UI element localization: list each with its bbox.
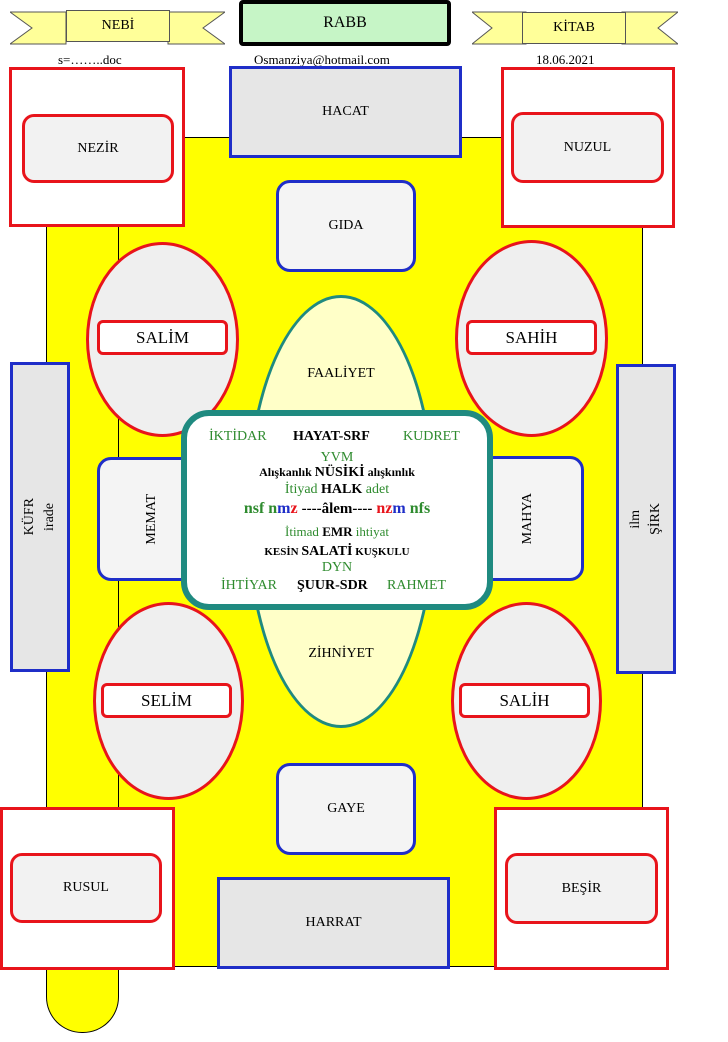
row6: İtimad EMR ihtiyat	[187, 523, 487, 542]
right-ribbon-shape	[472, 11, 678, 45]
kufr-panel: KÜFR irade	[10, 362, 70, 672]
ilm-label: ilm	[628, 509, 643, 529]
row9: İHTİYAR ŞUUR-SDR RAHMET	[187, 576, 487, 596]
selim-label: SELİM	[101, 683, 232, 718]
besir-box: BEŞİR	[505, 853, 658, 924]
itimad-text: İtimad	[285, 524, 319, 539]
aliskanlik-text: Alışkanlık	[259, 465, 312, 479]
adet-text: adet	[365, 482, 390, 497]
row4: İtiyad HALK adet	[187, 483, 487, 501]
nusiki-text: NÜSİKİ	[314, 465, 365, 480]
kuskulu-text: KUŞKULU	[355, 546, 410, 558]
zihniyet-label: ZİHNİYET	[308, 646, 374, 661]
dyn-text: DYN	[321, 560, 353, 575]
nmz-m: m	[277, 500, 291, 517]
itiyad-text: İtiyad	[284, 482, 318, 497]
rahmet-text: RAHMET	[387, 578, 447, 593]
hacat-box: HACAT	[229, 66, 462, 158]
doc-label: s=……..doc	[58, 52, 122, 67]
kudret-text: KUDRET	[403, 429, 460, 444]
harrat-box: HARRAT	[217, 877, 450, 969]
memat-label: MEMAT	[144, 493, 159, 545]
halk-text: HALK	[321, 482, 363, 497]
alem-text: ----âlem----	[301, 501, 373, 517]
nfs-text: nfs	[409, 500, 431, 517]
salim-label: SALİM	[97, 320, 228, 355]
nzm-m: m	[392, 500, 406, 517]
suur-sdr-text: ŞUUR-SDR	[297, 578, 368, 593]
salati-text: SALATİ	[301, 544, 353, 559]
row3: Alışkanlık NÜSİKİ alışkınlık	[187, 466, 487, 483]
nuzul-box: NUZUL	[511, 112, 664, 183]
center-panel	[181, 410, 493, 610]
date-label: 18.06.2021	[536, 52, 595, 67]
nzm-n: n	[376, 500, 386, 517]
nmz-z: z	[290, 500, 298, 517]
emr-text: EMR	[322, 524, 353, 539]
nezir-box: NEZİR	[22, 114, 174, 183]
ihtiyat-text: ihtiyat	[355, 524, 389, 539]
salih-label: SALİH	[459, 683, 590, 718]
hayat-srf-text: HAYAT-SRF	[293, 429, 370, 444]
kufr-label: KÜFR	[22, 498, 37, 536]
iktidar-text: İKTİDAR	[209, 429, 267, 444]
gaye-box: GAYE	[276, 763, 416, 855]
email-label: Osmanziya@hotmail.com	[254, 52, 390, 67]
sahih-label: SAHİH	[466, 320, 597, 355]
nmz-n: n	[268, 500, 278, 517]
center-panel-content: İKTİDAR HAYAT-SRF KUDRET YVM Alışkanlık …	[187, 424, 487, 596]
yvm-text: YVM	[320, 450, 354, 465]
ihtiyar-text: İHTİYAR	[221, 578, 277, 593]
row1: İKTİDAR HAYAT-SRF KUDRET	[187, 424, 487, 448]
row5: nsf nmz ----âlem---- nzm nfs	[187, 501, 487, 523]
left-ribbon-shape	[10, 11, 225, 45]
aliskinlik-text: alışkınlık	[367, 465, 415, 479]
nzm-z: z	[385, 500, 393, 517]
sirk-label: ŞİRK	[648, 503, 663, 535]
irade-label: irade	[42, 503, 57, 531]
mahya-label: MAHYA	[520, 492, 535, 545]
kitab-banner: KİTAB	[522, 12, 626, 44]
kesin-text: KESİN	[264, 546, 299, 558]
rabb-title: RABB	[239, 0, 451, 46]
nebi-banner: NEBİ	[66, 10, 170, 42]
rusul-box: RUSUL	[10, 853, 162, 923]
nsf-text: nsf	[243, 500, 265, 517]
sirk-panel: ilm ŞİRK	[616, 364, 676, 674]
faaliyet-label: FAALİYET	[307, 366, 375, 381]
row7: KESİN SALATİ KUŞKULU	[187, 542, 487, 559]
gida-box: GIDA	[276, 180, 416, 272]
